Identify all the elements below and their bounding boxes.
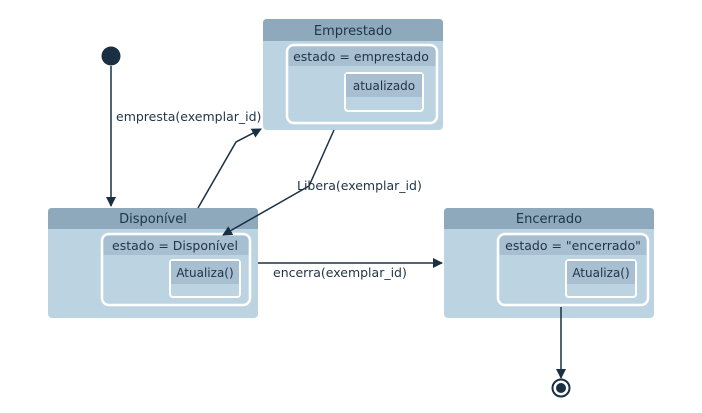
inner-atualizado-header [346, 74, 422, 97]
state-emprestado-header [263, 19, 443, 41]
state-encerrado-title: Encerrado [516, 212, 582, 227]
inner-atualizado-box [344, 72, 424, 112]
final-state-marker [551, 378, 571, 398]
inner-disponivel-label: Atualiza() [176, 266, 233, 280]
substate-disponivel-label: estado = Disponível [112, 238, 238, 253]
substate-encerrado-header [499, 235, 647, 255]
substate-disponivel-box [100, 232, 252, 307]
state-encerrado-header [444, 208, 654, 229]
empresta-transition-arrow [197, 128, 262, 209]
inner-disponivel-header [171, 261, 239, 284]
substate-encerrado-box [496, 232, 650, 307]
state-emprestado-title: Emprestado [314, 24, 392, 39]
state-disponivel-title: Disponível [119, 212, 187, 227]
empresta-transition-label: empresta(exemplar_id) [116, 109, 261, 124]
substate-encerrado-label: estado = "encerrado" [505, 238, 641, 253]
inner-encerrado-box [565, 259, 637, 298]
substate-emprestado-header [288, 46, 436, 66]
encerra-transition-label: encerra(exemplar_id) [273, 265, 407, 280]
initial-state-dot [101, 46, 121, 66]
state-disponivel-header [48, 208, 258, 229]
substate-emprestado-label: estado = emprestado [293, 49, 429, 64]
state-emprestado: Emprestado estado = emprestado atualizad… [263, 19, 443, 130]
state-encerrado: Encerrado estado = "encerrado" Atualiza(… [444, 208, 654, 318]
substate-disponivel-header [103, 235, 249, 255]
inner-disponivel-box [169, 259, 241, 298]
state-disponivel: Disponível estado = Disponível Atualiza(… [48, 208, 258, 318]
libera-transition-arrow [222, 129, 335, 236]
libera-transition-label: Libera(exemplar_id) [297, 178, 422, 193]
inner-atualizado-label: atualizado [353, 79, 415, 93]
inner-encerrado-header [567, 261, 635, 284]
inner-encerrado-label: Atualiza() [572, 266, 629, 280]
substate-emprestado-box [285, 43, 439, 125]
